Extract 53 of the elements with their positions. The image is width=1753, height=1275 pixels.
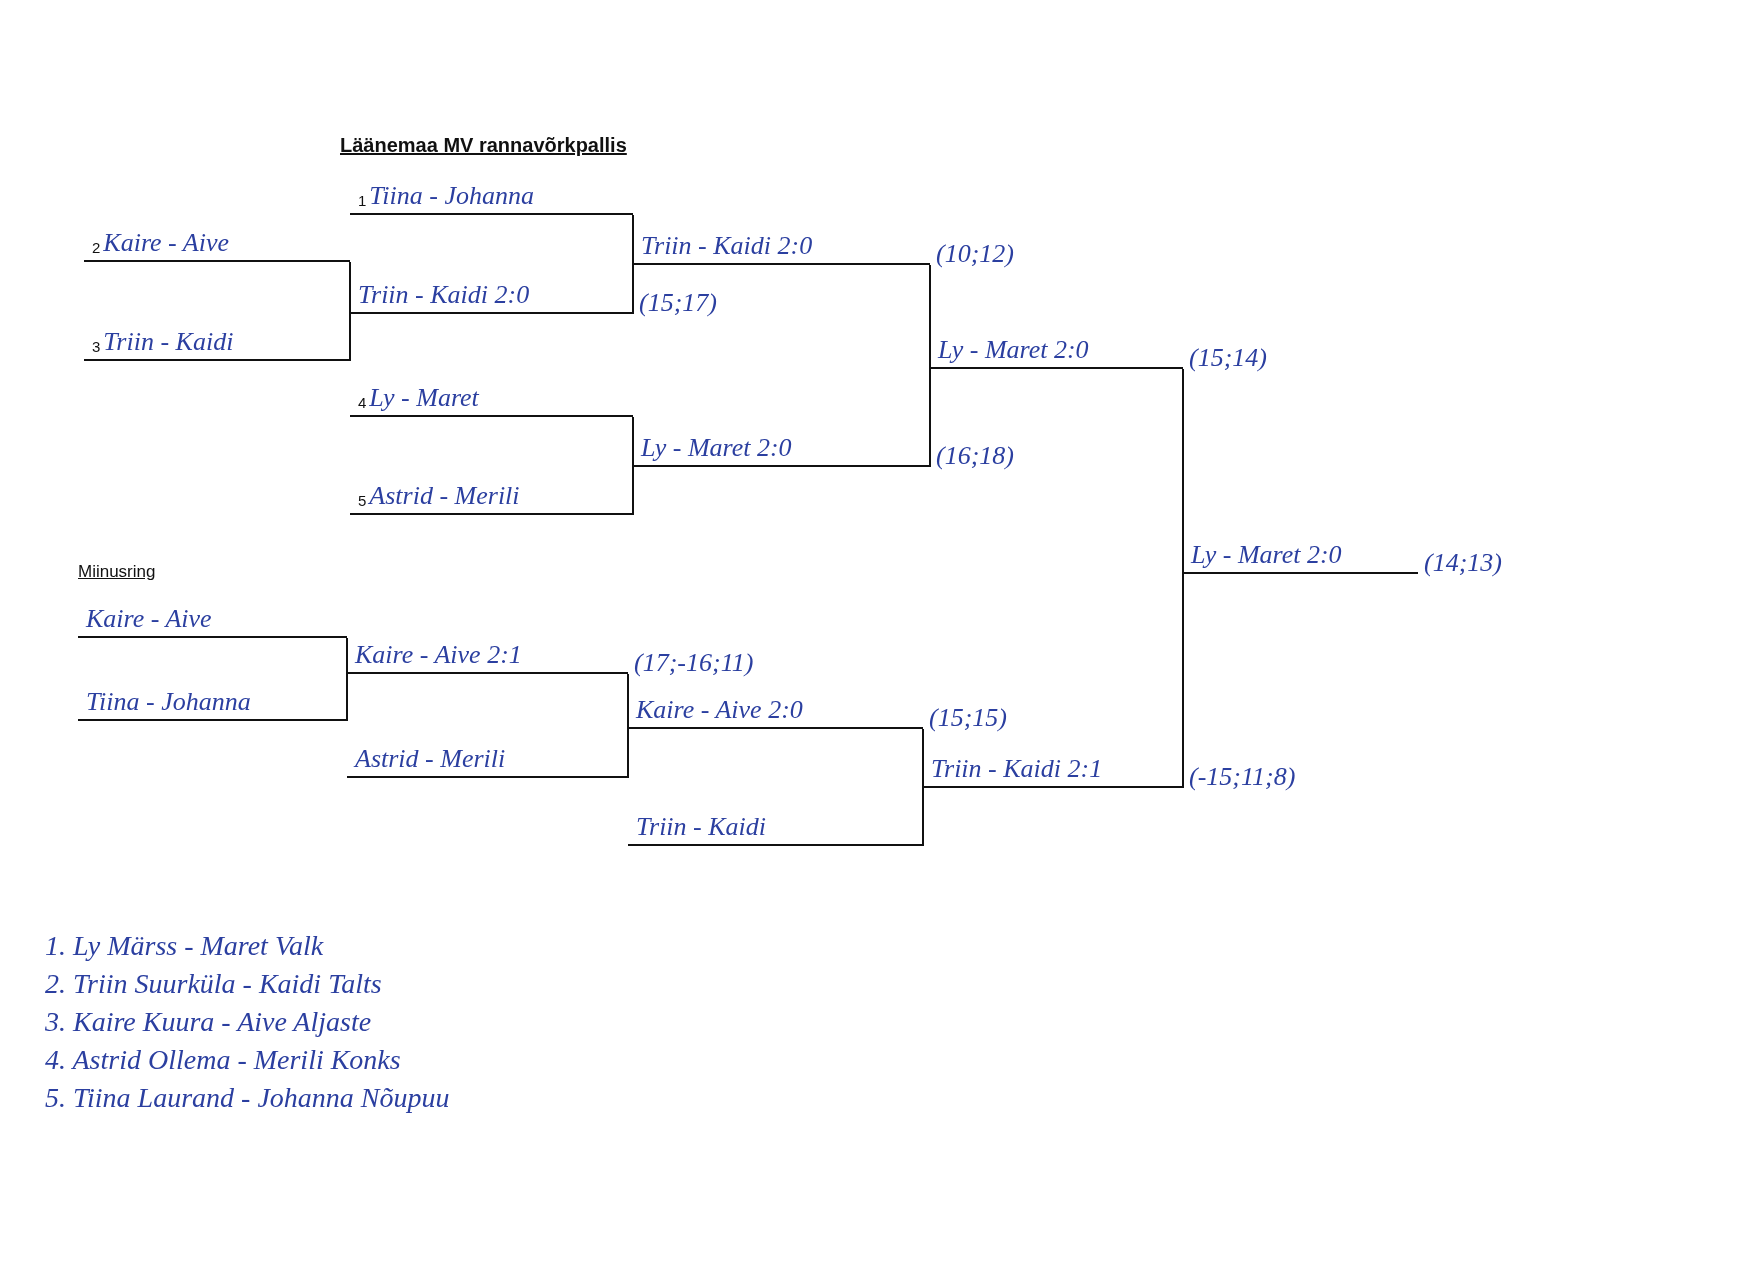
team-name: Ly - Maret 2:0 bbox=[1191, 541, 1342, 572]
set-scores: (15;17) bbox=[639, 288, 717, 318]
bracket-line bbox=[929, 368, 931, 468]
bracket-line bbox=[1182, 368, 1184, 575]
section-heading: Miinusring bbox=[78, 562, 156, 582]
bracket-line bbox=[349, 313, 351, 362]
team-name: Ly - Maret 2:0 bbox=[938, 336, 1089, 367]
team-name: Kaire - Aive bbox=[103, 229, 229, 260]
team-name: Astrid - Merili bbox=[369, 482, 520, 513]
title: Läänemaa MV rannavõrkpallis bbox=[340, 134, 627, 157]
team-name: Kaire - Aive 2:1 bbox=[355, 641, 522, 672]
team-list-entry: 4. Astrid Ollema - Merili Konks bbox=[45, 1044, 401, 1076]
bracket-line bbox=[632, 214, 634, 266]
seed-number: 5 bbox=[358, 492, 367, 511]
team-name: Triin - Kaidi 2:0 bbox=[358, 281, 530, 312]
bracket-line bbox=[627, 673, 629, 730]
seed-number: 3 bbox=[92, 338, 101, 357]
team-name: Triin - Kaidi 2:0 bbox=[641, 232, 813, 263]
team-name: Tiina - Johanna bbox=[369, 182, 534, 213]
set-scores: (10;12) bbox=[936, 239, 1014, 269]
bracket-line bbox=[632, 264, 634, 315]
set-scores: (-15;11;8) bbox=[1189, 762, 1296, 792]
bracket-line bbox=[632, 466, 634, 516]
set-scores: (14;13) bbox=[1424, 548, 1502, 578]
team-name: Ly - Maret 2:0 bbox=[641, 434, 792, 465]
bracket-line bbox=[1182, 573, 1184, 789]
bracket-line bbox=[346, 637, 348, 675]
team-list-entry: 3. Kaire Kuura - Aive Aljaste bbox=[45, 1006, 372, 1038]
team-name: Triin - Kaidi bbox=[103, 328, 234, 359]
team-name: Astrid - Merili bbox=[355, 745, 506, 776]
seed-number: 2 bbox=[92, 239, 101, 258]
bracket-line bbox=[922, 787, 924, 847]
team-name: Triin - Kaidi 2:1 bbox=[931, 755, 1103, 786]
set-scores: (16;18) bbox=[936, 441, 1014, 471]
bracket-line bbox=[922, 728, 924, 789]
seed-number: 4 bbox=[358, 394, 367, 413]
team-list-entry: 1. Ly Märss - Maret Valk bbox=[45, 930, 324, 962]
team-name: Tiina - Johanna bbox=[86, 688, 251, 719]
team-name: Triin - Kaidi bbox=[636, 813, 767, 844]
bracket-line bbox=[632, 416, 634, 468]
team-list-entry: 5. Tiina Laurand - Johanna Nõupuu bbox=[45, 1082, 450, 1114]
set-scores: (15;14) bbox=[1189, 343, 1267, 373]
bracket-line bbox=[929, 264, 931, 370]
team-name: Kaire - Aive 2:0 bbox=[636, 696, 803, 727]
seed-number: 1 bbox=[358, 192, 367, 211]
bracket-line bbox=[349, 261, 351, 315]
team-name: Kaire - Aive bbox=[86, 605, 212, 636]
team-list-entry: 2. Triin Suurküla - Kaidi Talts bbox=[45, 968, 382, 1000]
set-scores: (15;15) bbox=[929, 703, 1007, 733]
set-scores: (17;-16;11) bbox=[634, 648, 754, 678]
bracket-line bbox=[627, 728, 629, 779]
team-name: Ly - Maret bbox=[369, 384, 479, 415]
bracket-line bbox=[346, 673, 348, 722]
